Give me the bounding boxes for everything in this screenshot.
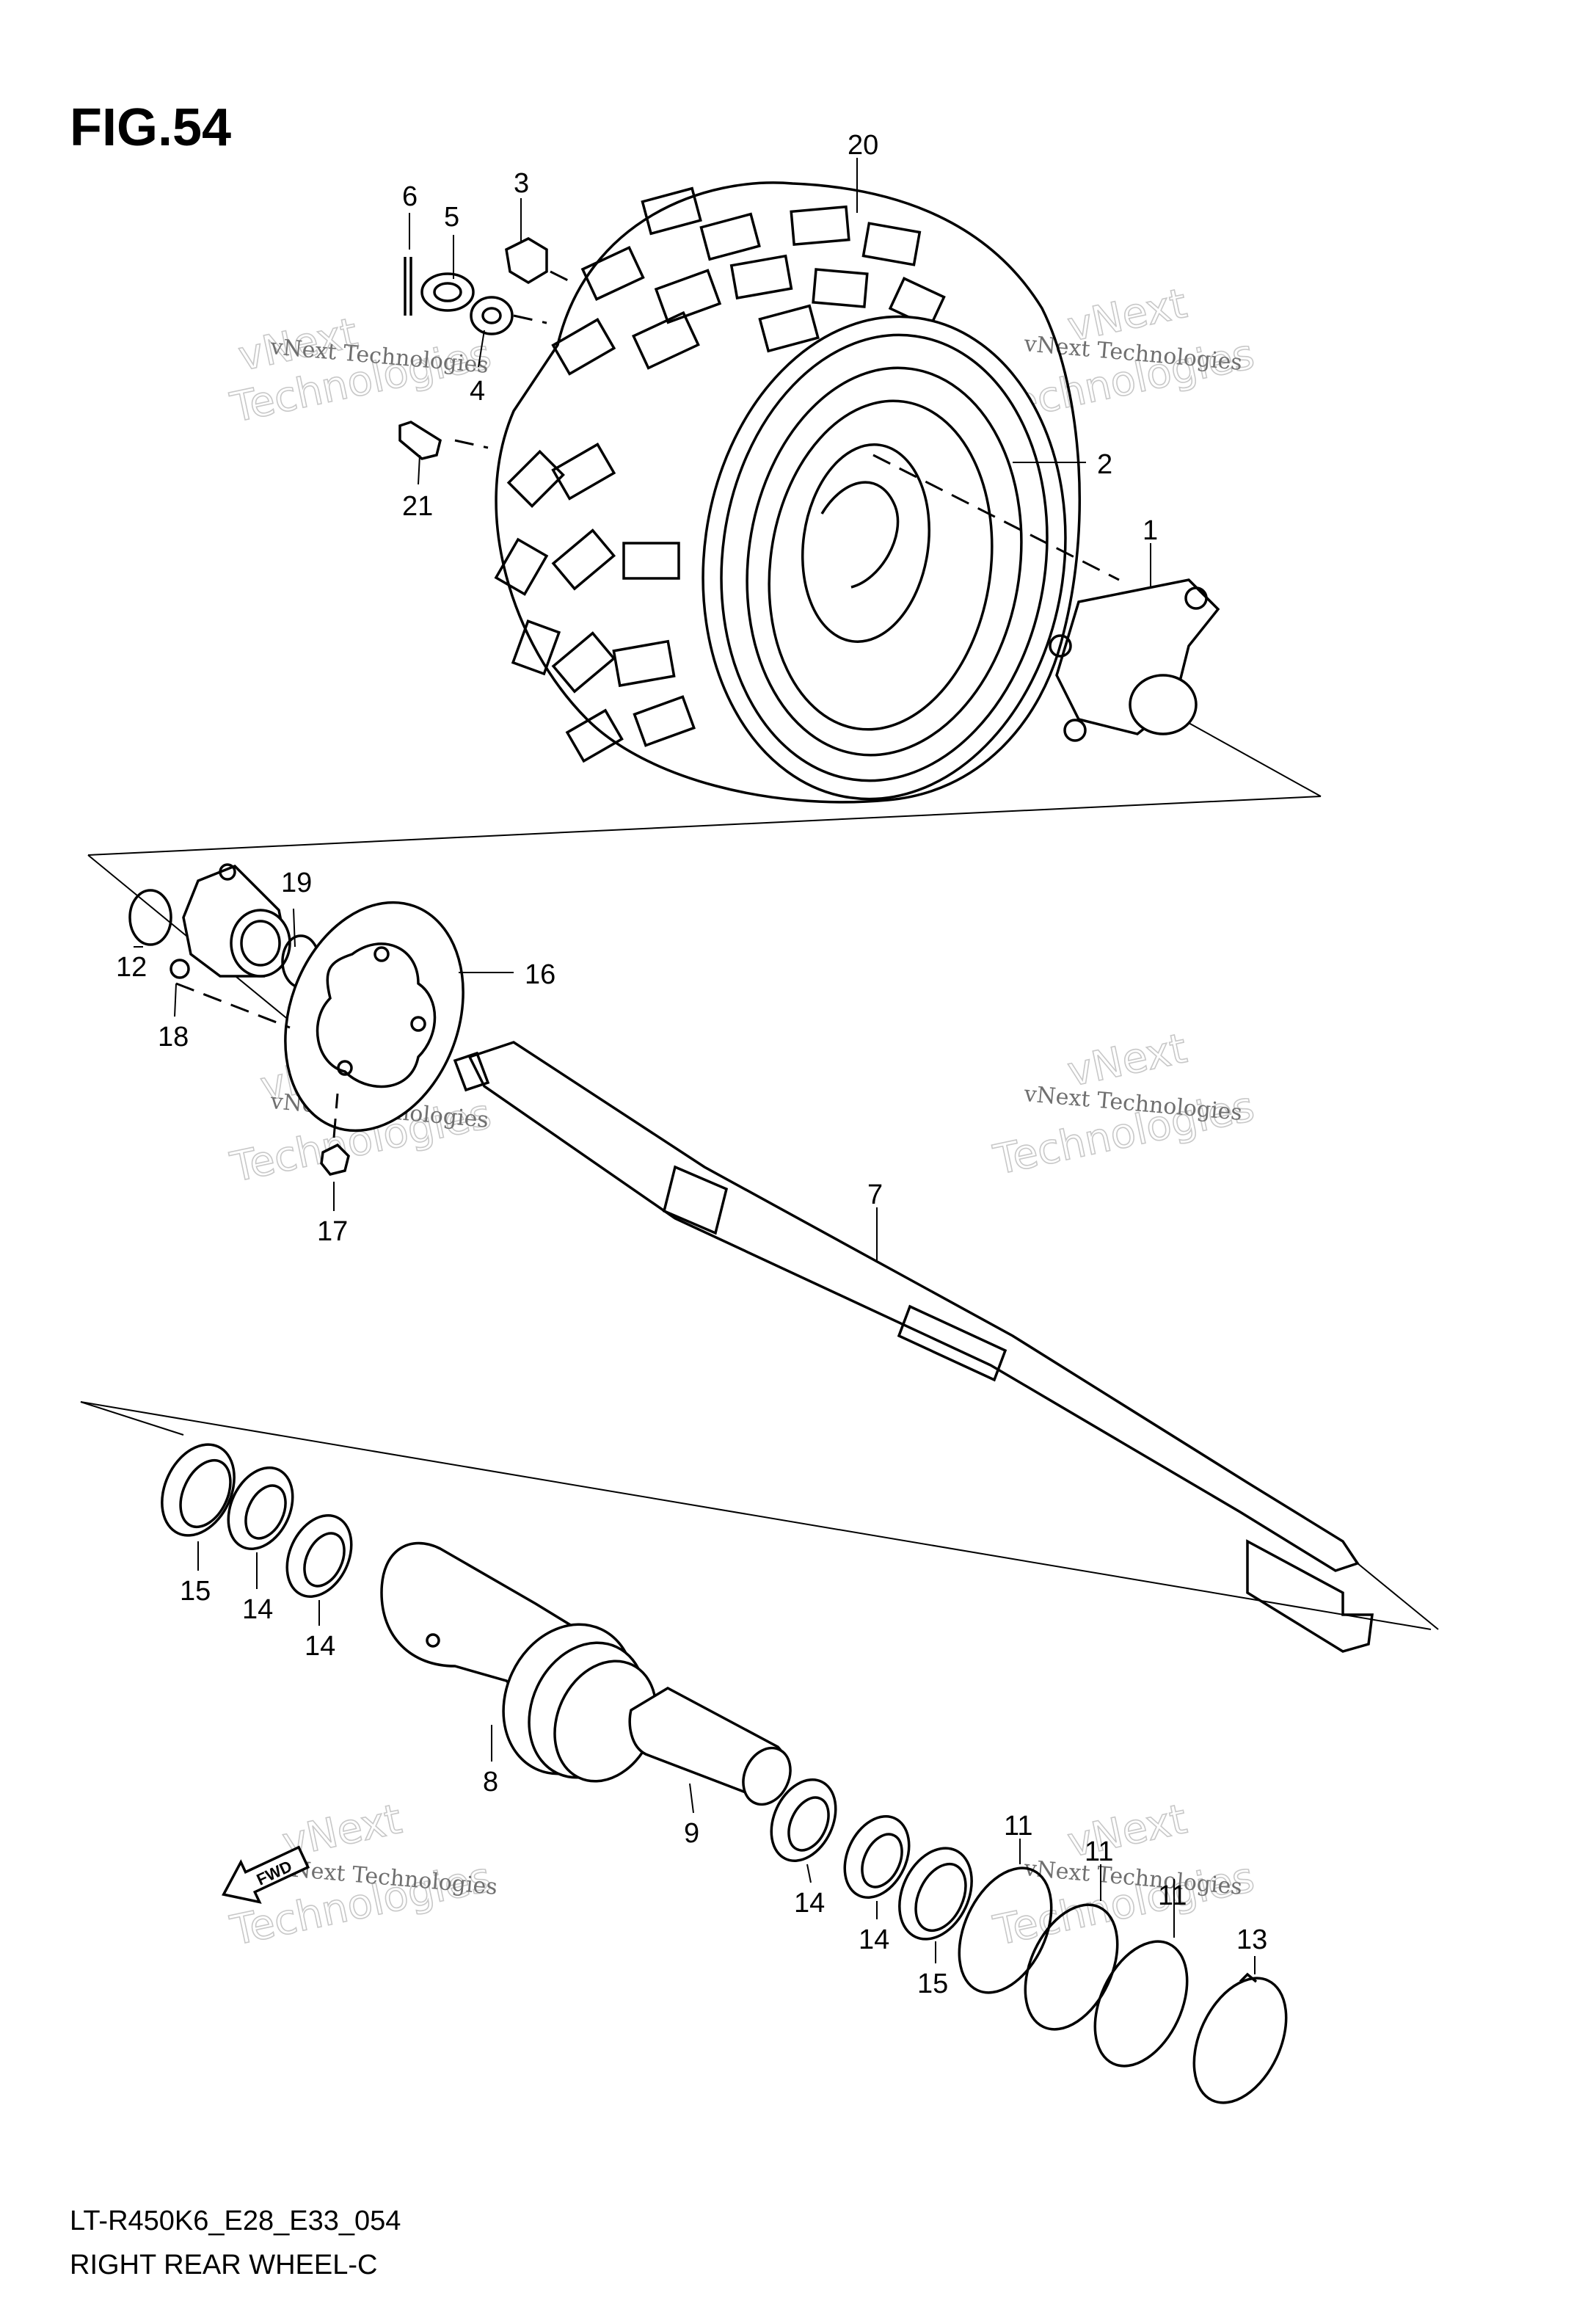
callout-4: 4 <box>470 376 485 407</box>
callout-18: 18 <box>158 1022 189 1053</box>
assembly-line <box>550 270 573 284</box>
bearing-14 <box>843 1815 911 1899</box>
assembly-frame-line <box>80 1401 184 1436</box>
callout-12: 12 <box>116 952 147 983</box>
callout-1: 1 <box>1143 515 1158 546</box>
callout-2: 2 <box>1097 449 1112 480</box>
hub-flange-1 <box>1049 578 1220 742</box>
bolt-17 <box>320 1143 350 1176</box>
callout-11-b: 11 <box>1085 1836 1113 1867</box>
o-ring-11 <box>1093 1940 1189 2068</box>
oil-seal-15 <box>161 1443 236 1537</box>
callout-3: 3 <box>514 168 529 199</box>
stud-bolt-21 <box>398 421 442 460</box>
axle-housing-8 <box>380 1541 657 1783</box>
assembly-frame-line <box>87 796 1322 856</box>
callout-19: 19 <box>281 868 312 898</box>
assembly-line <box>454 439 489 449</box>
callout-14-b: 14 <box>305 1631 335 1662</box>
callout-17: 17 <box>317 1216 348 1247</box>
o-ring-12 <box>128 889 172 946</box>
brake-disc-16 <box>284 901 464 1133</box>
footer-name: RIGHT REAR WHEEL-C <box>70 2250 377 2280</box>
callout-14-a: 14 <box>242 1594 273 1625</box>
callout-15-right: 15 <box>917 1969 948 1999</box>
assembly-frame-line <box>1357 1563 1439 1630</box>
oil-seal-15 <box>898 1847 973 1941</box>
brake-disc-hub-18 <box>170 863 291 979</box>
o-ring-11 <box>1024 1903 1119 2031</box>
bearing-14 <box>285 1514 353 1598</box>
callout-14-c: 14 <box>794 1888 825 1919</box>
wheel-rim-2 <box>746 366 1023 757</box>
watermark-brand-line1: vNext <box>1063 1795 1191 1867</box>
bearing-14 <box>227 1466 294 1550</box>
leader-lines <box>134 158 1256 1974</box>
assembly-line <box>1188 722 1322 797</box>
callout-6: 6 <box>402 181 418 212</box>
callout-labels: 20 3 6 5 4 2 21 1 19 12 16 18 17 7 15 14… <box>116 130 1267 1999</box>
bearing-14 <box>770 1778 837 1862</box>
circlip-13 <box>1192 1972 1288 2104</box>
assembly-line <box>513 314 547 324</box>
callout-5: 5 <box>444 202 459 233</box>
o-ring-11 <box>958 1866 1053 1994</box>
callout-14-d: 14 <box>859 1924 889 1955</box>
washer-4 <box>470 296 514 335</box>
callout-11-c: 11 <box>1158 1880 1187 1911</box>
callout-11-a: 11 <box>1004 1811 1032 1842</box>
assembly-line <box>332 1093 339 1138</box>
callout-8: 8 <box>483 1767 498 1797</box>
assembly-line <box>175 982 291 1029</box>
callout-15-left: 15 <box>180 1576 211 1607</box>
watermark-mid-right: vNext Technologies vNext Technologies <box>989 1024 1259 1185</box>
figure-title: FIG.54 <box>70 98 231 157</box>
callout-21: 21 <box>402 491 433 522</box>
callout-20: 20 <box>848 130 878 161</box>
callout-9: 9 <box>684 1818 699 1849</box>
callout-13: 13 <box>1236 1924 1267 1955</box>
footer-code: LT-R450K6_E28_E33_054 <box>70 2206 401 2236</box>
spacer-9 <box>628 1686 792 1806</box>
callout-7: 7 <box>867 1179 883 1210</box>
callout-16: 16 <box>525 959 555 990</box>
castle-nut-5 <box>420 272 475 312</box>
cotter-pin-6 <box>404 257 412 316</box>
assembly-line <box>872 454 1120 581</box>
nut-3 <box>505 237 548 285</box>
assembly-frame-line <box>80 1401 1432 1630</box>
watermark-top-left: vNext Technologies vNext Technologies <box>226 308 496 432</box>
